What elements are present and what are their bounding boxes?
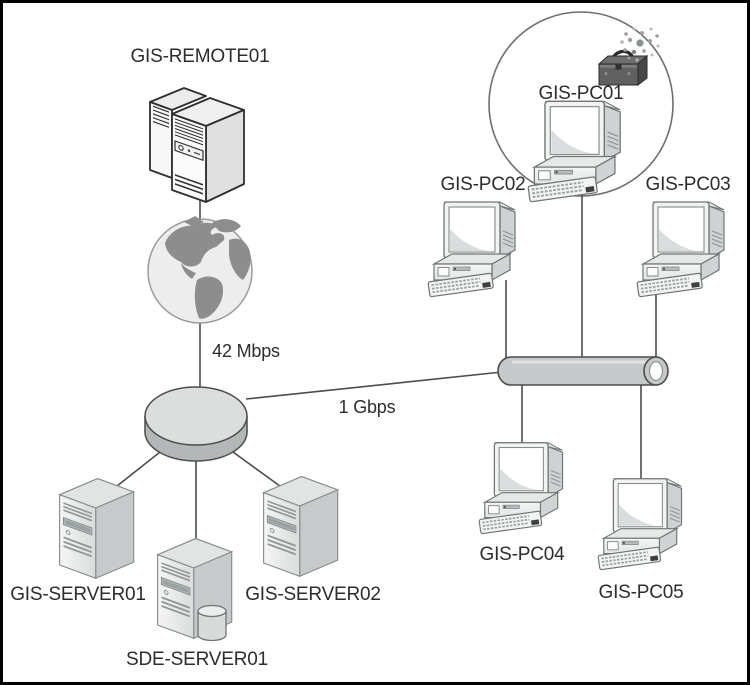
node-label-pc01: GIS-PC01 [539,83,624,104]
edge-label-lan-speed: 1 Gbps [339,397,396,417]
globe-icon [147,216,253,324]
node-label-pc03: GIS-PC03 [646,174,731,195]
highlight-circle [488,11,674,197]
edge-hub-to-backbone [245,371,503,400]
edge-hub-to-server02 [232,451,285,490]
edge-label-wan-speed: 42 Mbps [212,341,280,361]
node-label-sde-server01: SDE-SERVER01 [126,649,268,670]
node-label-pc05: GIS-PC05 [599,582,684,603]
edge-hub-to-server01 [111,451,161,491]
tower-server-double-icon [149,87,245,203]
tower-server-icon-server01 [59,477,135,579]
node-label-pc04: GIS-PC04 [480,544,566,565]
hub-icon [144,386,248,462]
node-label-pc02: GIS-PC02 [441,174,526,195]
node-label-server02: GIS-SERVER02 [245,584,381,605]
sparkle-dots-icon [620,27,660,62]
network-segment-cylinder-icon [497,356,669,386]
node-label-server01: GIS-SERVER01 [10,584,146,605]
database-cylinder-icon [197,604,227,642]
node-label-remote-server: GIS-REMOTE01 [130,46,269,67]
tower-server-icon-server02 [263,475,339,577]
toolbox-icon [597,49,649,87]
